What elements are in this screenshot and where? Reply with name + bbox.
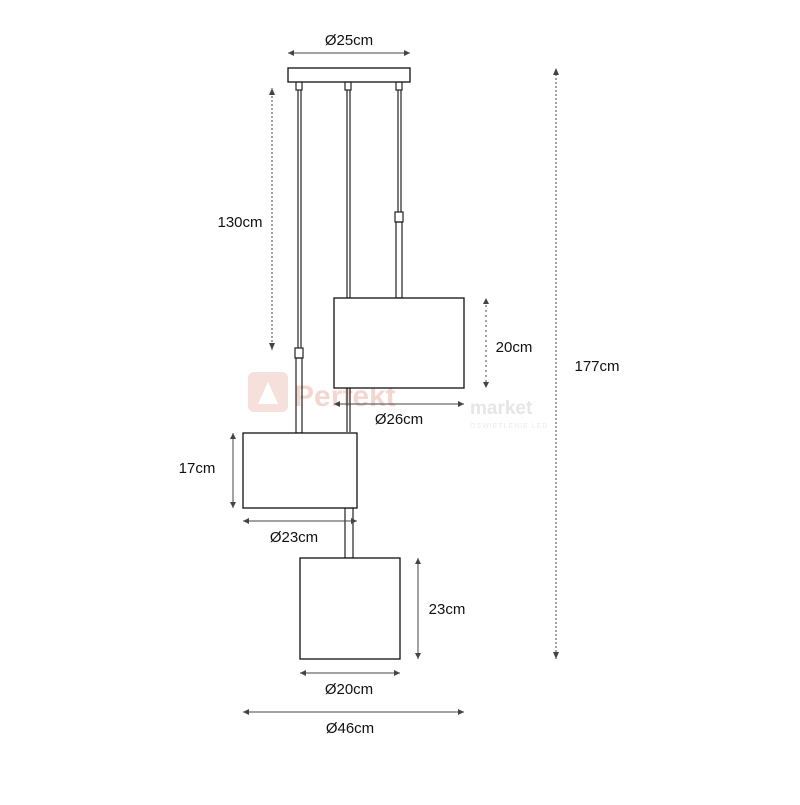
overall-diameter-dimension: Ø46cm xyxy=(243,709,464,737)
watermark-suffix: market xyxy=(470,398,533,419)
shade-middle xyxy=(242,432,358,509)
shade-middle-diameter-dimension: Ø23cm xyxy=(243,518,357,546)
cable-length-dimension: 130cm xyxy=(217,88,275,350)
canopy-diameter-dimension: Ø25cm xyxy=(288,32,410,56)
overall-diameter-label: Ø46cm xyxy=(326,720,374,737)
shade-lower-height-dimension: 23cm xyxy=(415,558,465,659)
shade-upper-height-dimension: 20cm xyxy=(483,298,532,388)
cable-length-label: 130cm xyxy=(217,214,262,231)
shade-lower-diameter-dimension: Ø20cm xyxy=(300,670,400,698)
shade-upper-diameter-label: Ø26cm xyxy=(375,411,423,428)
shade-lower-diameter-label: Ø20cm xyxy=(325,681,373,698)
shade-upper-height-label: 20cm xyxy=(496,339,533,356)
total-height-label: 177cm xyxy=(574,358,619,375)
shade-upper-diameter-dimension: Ø26cm xyxy=(334,401,464,428)
shade-middle-diameter-label: Ø23cm xyxy=(270,529,318,546)
ceiling-canopy xyxy=(287,67,411,83)
shade-lower xyxy=(299,557,401,660)
shade-lower-height-label: 23cm xyxy=(429,601,466,618)
canopy-diameter-label: Ø25cm xyxy=(325,32,373,49)
shade-upper xyxy=(333,297,465,389)
suspension-cables xyxy=(294,81,404,559)
shade-middle-height-dimension: 17cm xyxy=(179,433,236,508)
shade-middle-height-label: 17cm xyxy=(179,460,216,477)
watermark-logo-icon xyxy=(248,372,288,412)
watermark-tagline: OSWIETLENIE LED xyxy=(470,423,548,430)
total-height-dimension: 177cm xyxy=(553,68,620,659)
